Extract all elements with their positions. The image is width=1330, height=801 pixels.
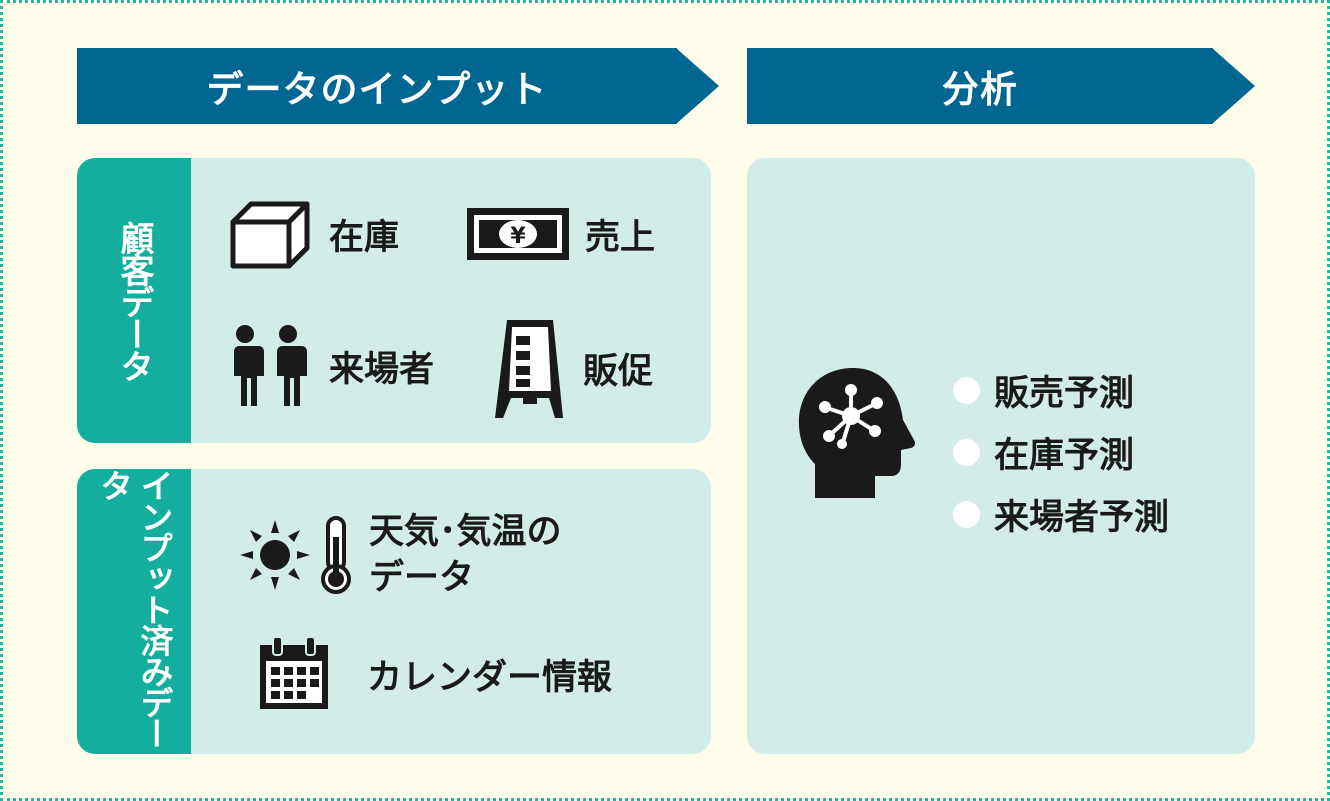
visitors-label: 来場者 <box>329 349 435 390</box>
input-header: データのインプット <box>77 48 719 124</box>
existing-data-tab: インプット済みデータ <box>77 469 191 754</box>
analysis-header: 分析 <box>747 48 1255 124</box>
signboard-icon <box>495 320 563 418</box>
visitors-item: 来場者 <box>225 324 434 408</box>
list-item: 販売予測 <box>953 359 1169 421</box>
brain-head-icon <box>798 368 915 498</box>
analysis-panel <box>747 158 1255 754</box>
weather-label-line1: 天気･気温の <box>369 512 562 552</box>
sun-icon <box>240 520 310 590</box>
forecast-list: 販売予測 在庫予測 来場者予測 <box>953 359 1169 545</box>
bullet-icon <box>953 500 980 528</box>
bullet-icon <box>953 438 980 466</box>
customer-data-tab: 顧客データ <box>77 158 191 443</box>
existing-data-panel: インプット済みデータ <box>77 469 711 754</box>
box-icon <box>230 201 310 269</box>
analysis-header-label: 分析 <box>942 68 1018 111</box>
customer-data-panel: 顧客データ 在庫 ¥ 売上 <box>77 158 711 443</box>
sales-item: ¥ 売上 <box>465 206 655 262</box>
list-item: 在庫予測 <box>953 421 1169 483</box>
sales-label: 売上 <box>585 217 656 258</box>
forecast-label: 在庫予測 <box>994 435 1135 476</box>
calendar-icon <box>260 636 328 709</box>
weather-item: 天気･気温の データ <box>239 509 562 601</box>
bullet-icon <box>953 376 980 404</box>
calendar-label: カレンダー情報 <box>367 657 613 698</box>
inventory-label: 在庫 <box>329 217 400 258</box>
forecast-label: 来場者予測 <box>994 497 1170 538</box>
promotion-item: 販促 <box>491 316 653 420</box>
forecast-label: 販売予測 <box>994 373 1135 414</box>
money-bill-icon: ¥ <box>467 208 569 260</box>
people-icon <box>231 325 307 406</box>
list-item: 来場者予測 <box>953 483 1169 545</box>
yen-symbol: ¥ <box>510 224 526 249</box>
arrow-tip-icon <box>1212 48 1255 124</box>
inventory-item: 在庫 <box>229 198 399 270</box>
thermometer-icon <box>321 516 351 594</box>
weather-label: 天気･気温の データ <box>369 509 562 601</box>
weather-label-line2: データ <box>369 558 475 598</box>
promotion-label: 販促 <box>583 351 654 392</box>
arrow-tip-icon <box>676 48 719 124</box>
input-header-label: データのインプット <box>206 68 548 111</box>
calendar-item: カレンダー情報 <box>257 635 612 713</box>
